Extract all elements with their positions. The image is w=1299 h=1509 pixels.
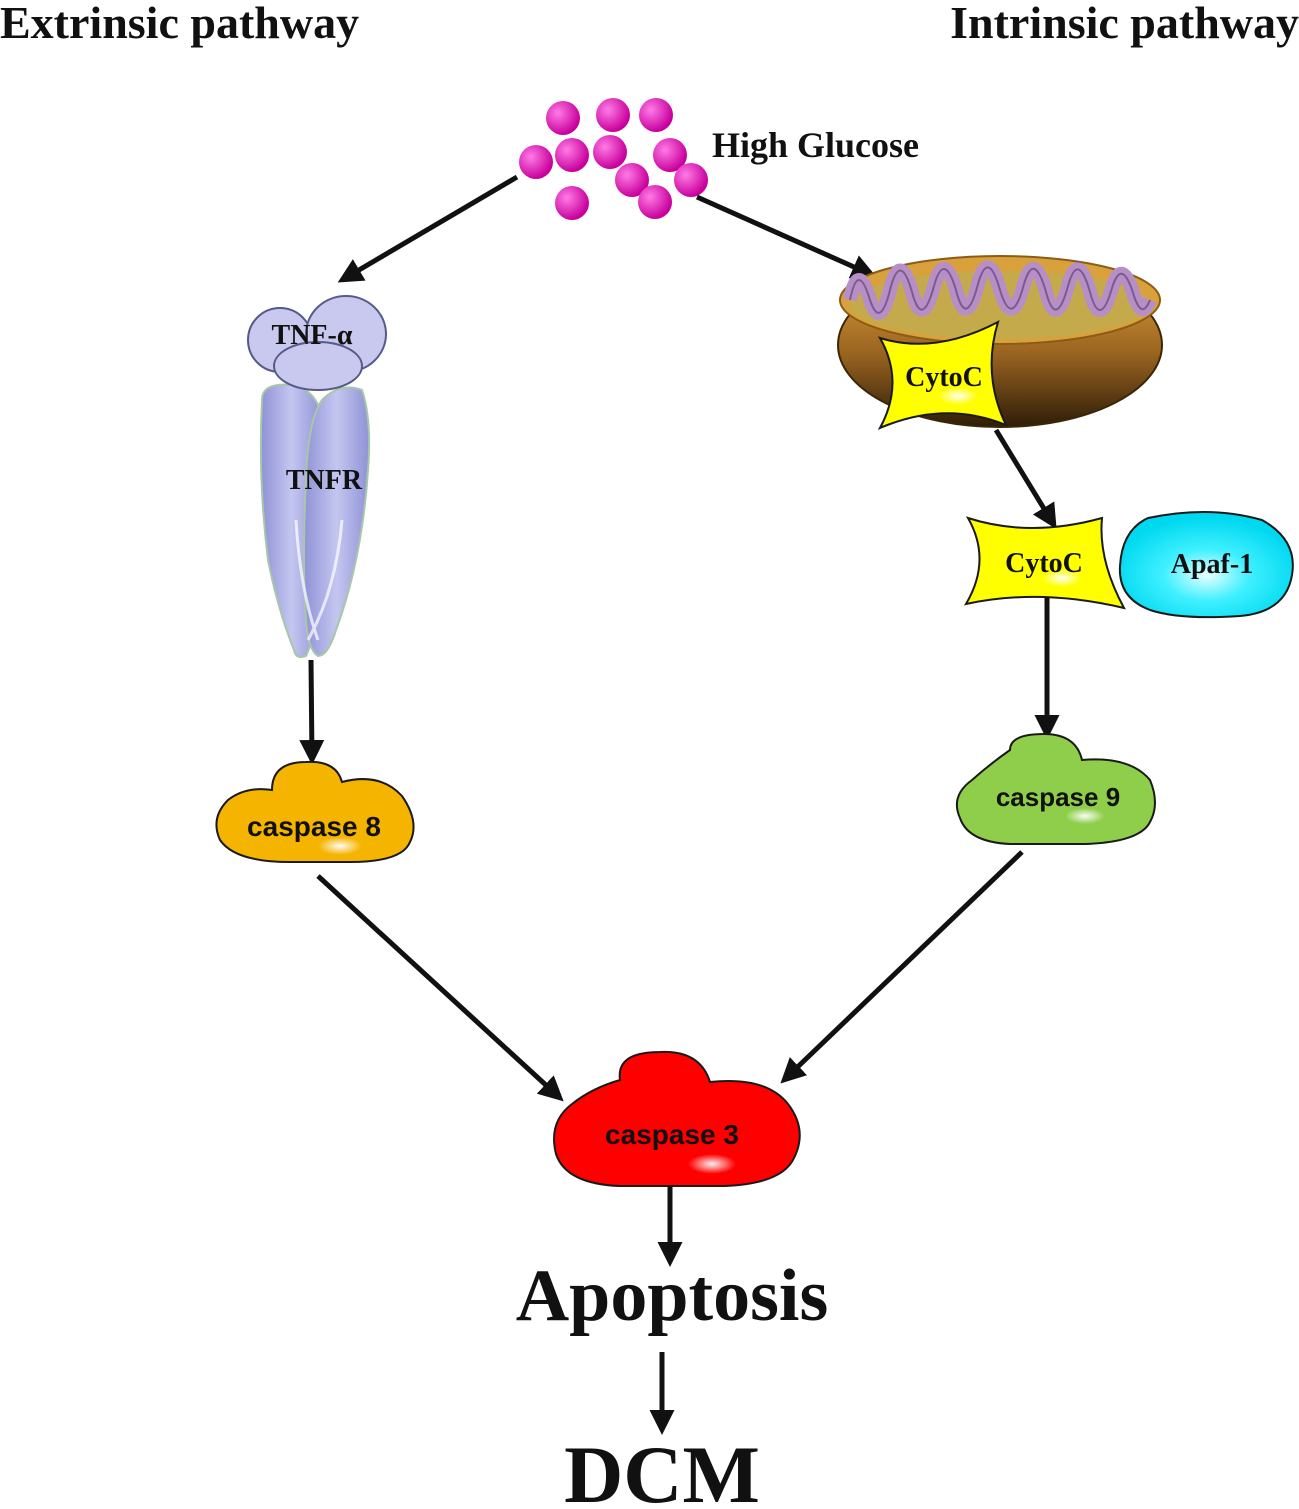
arrow-glucose-to-tnf	[337, 174, 519, 283]
arrow-caspase9-to-caspase3	[780, 850, 1024, 1084]
caspase9-label: caspase 9	[996, 782, 1120, 812]
glucose-molecules	[519, 98, 708, 220]
caspase9-shape	[956, 732, 1156, 845]
tnfr-label: TNFR	[286, 465, 363, 496]
arrow-tnfr-to-caspase8	[299, 659, 325, 765]
cytoc-complex-label: CytoC	[1005, 548, 1083, 579]
cytoc-mito-label: CytoC	[905, 362, 983, 393]
apoptosis-label: Apoptosis	[516, 1255, 829, 1337]
apaf1-shape	[1118, 510, 1294, 619]
tnfr-receptor	[259, 383, 371, 659]
dcm-label: DCM	[564, 1429, 760, 1509]
caspase3-label: caspase 3	[605, 1119, 739, 1150]
tnf-alpha-trimer	[247, 295, 387, 391]
cytoc-complex-highlight	[1042, 569, 1082, 587]
caspase8-shape	[215, 760, 415, 863]
intrinsic-heading: Intrinsic pathway	[950, 0, 1299, 48]
caspase8-label: caspase 8	[247, 811, 381, 842]
caspase8-highlight	[318, 837, 362, 855]
cytoc-mito-highlight	[938, 387, 978, 405]
arrow-mitochondria-to-cytoc	[993, 428, 1057, 530]
high-glucose-label: High Glucose	[712, 125, 919, 165]
tnf-alpha-label: TNF-α	[272, 320, 353, 351]
caspase3-highlight	[688, 1154, 736, 1174]
arrow-glucose-to-mitochondria	[695, 194, 877, 279]
caspase3-shape	[553, 1050, 801, 1187]
cytoc-complex-shape	[963, 516, 1126, 610]
cytoc-mito-shape	[877, 320, 1009, 431]
arrow-caspase8-to-caspase3	[316, 874, 564, 1102]
caspase9-highlight	[1065, 808, 1105, 824]
apaf1-label: Apaf-1	[1171, 549, 1253, 580]
extrinsic-heading: Extrinsic pathway	[0, 0, 359, 48]
